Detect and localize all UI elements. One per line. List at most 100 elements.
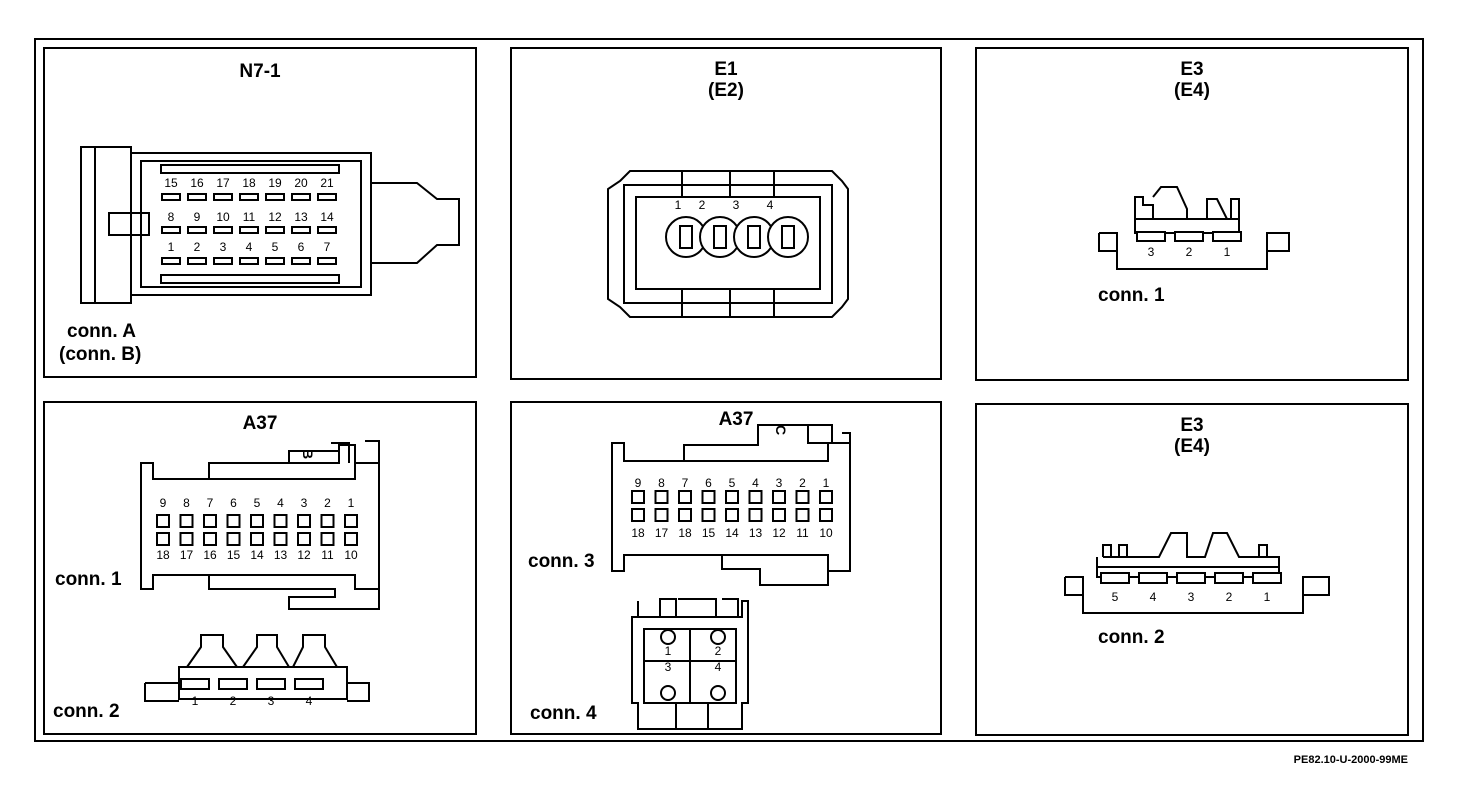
panel-subtitle: (E2) — [708, 80, 744, 101]
pin-slot — [654, 490, 669, 504]
pin-number: 3 — [733, 198, 740, 212]
pin-number: 7 — [682, 476, 689, 490]
pin-slot — [203, 514, 217, 528]
pin-number: 4 — [306, 694, 313, 708]
pin-number: 18 — [678, 526, 692, 540]
pin-number: 12 — [297, 548, 311, 562]
pin-slot — [226, 532, 241, 546]
panel-title: N7-1 — [239, 61, 281, 82]
pin-number: 10 — [344, 548, 358, 562]
pin-number: 11 — [243, 210, 256, 224]
conn2-label: conn. 2 — [53, 701, 120, 722]
pin-slot — [161, 193, 181, 201]
pin-slot — [187, 226, 207, 234]
pin-slot — [772, 490, 786, 504]
pin-number: 6 — [298, 240, 305, 254]
pin-number: 19 — [268, 176, 282, 190]
pin-slot — [701, 490, 716, 504]
pin-number: 2 — [1186, 245, 1193, 259]
pin-slot — [297, 532, 311, 546]
pin-number: 2 — [799, 476, 806, 490]
pin-number: 12 — [772, 526, 786, 540]
pin-number: 3 — [1148, 245, 1155, 259]
pin-slot — [291, 193, 311, 201]
pin-number: 7 — [207, 496, 214, 510]
pin-number: 4 — [246, 240, 253, 254]
pin-slot — [1136, 231, 1166, 242]
pin-slot — [772, 508, 786, 522]
pin-slot — [218, 678, 248, 690]
document-code: PE82.10-U-2000-99ME — [1293, 754, 1408, 766]
pin-slot — [317, 193, 337, 201]
pin-slot — [256, 678, 286, 690]
pin-slot — [1214, 572, 1244, 584]
pin-number: 4 — [715, 660, 722, 674]
pin-slot — [317, 257, 337, 265]
pin-number: 5 — [272, 240, 279, 254]
pin-number: 6 — [230, 496, 237, 510]
pin-slot — [265, 257, 285, 265]
pin-number: 4 — [1150, 590, 1157, 604]
pin-number: 4 — [277, 496, 284, 510]
conn1-label: conn. 1 — [55, 569, 122, 590]
pin-slot — [291, 257, 311, 265]
conn4-label: conn. 4 — [530, 703, 597, 724]
pin-slot — [344, 514, 358, 528]
pin-number: 3 — [268, 694, 275, 708]
pin-slot — [819, 490, 833, 504]
pin-number: 15 — [702, 526, 716, 540]
pin-number: 2 — [194, 240, 201, 254]
pin-slot — [725, 508, 739, 522]
pin-slot — [1138, 572, 1168, 584]
pin-number: 21 — [320, 176, 334, 190]
pin-slot — [1100, 572, 1130, 584]
conn-a-label: conn. A — [67, 321, 136, 342]
pin-slot — [317, 226, 337, 234]
pin-slot — [678, 508, 692, 522]
panel-subtitle: (E4) — [1174, 436, 1210, 457]
pin-slot — [678, 490, 692, 504]
conn3-label: conn. 3 — [528, 551, 595, 572]
pin-number: 10 — [216, 210, 230, 224]
pin-number: 3 — [776, 476, 783, 490]
pin-number: 7 — [324, 240, 331, 254]
pin-number: 1 — [1224, 245, 1231, 259]
pin-number: 13 — [274, 548, 288, 562]
pin-slot — [631, 508, 645, 522]
pin-number: 11 — [321, 548, 334, 562]
pin-slot — [187, 257, 207, 265]
pin-number: 3 — [665, 660, 672, 674]
pin-number: 18 — [631, 526, 645, 540]
pin-slot — [1212, 231, 1242, 242]
pin-slot — [250, 532, 264, 546]
pin-slot — [654, 508, 669, 522]
pin-slot — [213, 257, 233, 265]
pin-number: 8 — [168, 210, 175, 224]
pin-number: 9 — [635, 476, 642, 490]
pin-number: 13 — [294, 210, 308, 224]
pin-slot — [320, 532, 335, 546]
pin-number: 6 — [705, 476, 712, 490]
panel-title: E1 — [714, 59, 738, 80]
pin-contact — [781, 225, 795, 249]
pin-number: 15 — [227, 548, 241, 562]
pin-number: 9 — [160, 496, 167, 510]
pin-number: 3 — [301, 496, 308, 510]
pin-slot — [265, 226, 285, 234]
pin-number: 1 — [168, 240, 175, 254]
diagram-frame — [34, 38, 1424, 742]
pin-number: 16 — [203, 548, 217, 562]
pin-slot — [203, 532, 217, 546]
pin-number: 12 — [268, 210, 282, 224]
pin-number: 14 — [725, 526, 739, 540]
pin-contact — [713, 225, 727, 249]
pin-socket — [710, 685, 726, 701]
pin-slot — [795, 490, 810, 504]
pin-number: 2 — [230, 694, 237, 708]
